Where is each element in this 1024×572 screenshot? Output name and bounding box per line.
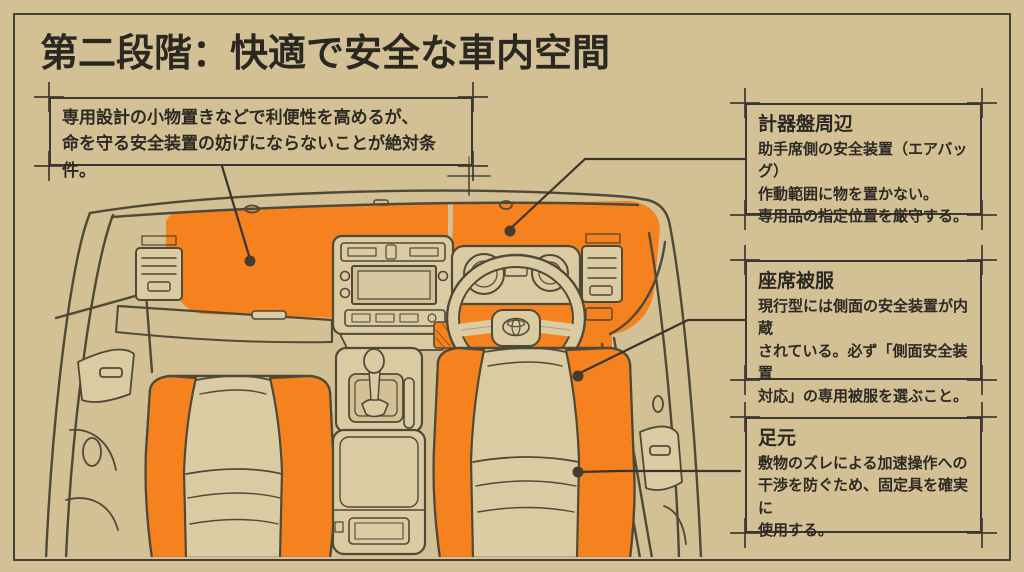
- callout-text-line: 使用する。: [758, 522, 834, 540]
- stack-knob: [339, 270, 351, 282]
- callout-text-line: 敷物のズレによる加速操作への: [758, 454, 968, 472]
- center-vents: [340, 242, 446, 262]
- callout-text-line: 助手席側の安全装置（エアバッグ）: [758, 140, 968, 181]
- leader-footwell: [577, 469, 742, 474]
- dash-sensor: [499, 200, 513, 210]
- left-door: [65, 348, 135, 531]
- registration-mark: [447, 156, 491, 196]
- driver-seat-bolster-right: [564, 346, 636, 557]
- right-air-vent: [581, 233, 623, 321]
- shift-boot: [361, 398, 389, 418]
- callout-text-line: 対応」の専用被服を選ぶこと。: [758, 387, 969, 405]
- leader-design-note: [220, 164, 252, 261]
- callout-instrument-panel: 計器盤周辺 助手席側の安全装置（エアバッグ） 作動範囲に物を置かない。 専用品の…: [730, 88, 997, 230]
- glovebox-handle: [251, 310, 287, 320]
- leader-seat-covering: [576, 318, 747, 376]
- callout-seat-covering: 座席被服 現行型には側面の安全装置が内蔵 されている。必ず「側面安全装置 対応」…: [730, 245, 997, 405]
- page-title: 第二段階：快適で安全な車内空間: [40, 33, 611, 75]
- steering-emblem: [502, 317, 530, 337]
- stack-knob: [437, 270, 449, 282]
- passenger-seat-bolster-left: [144, 374, 198, 557]
- stack-knob: [339, 287, 351, 299]
- callout-text-line: 専用品の指定位置を厳守する。: [758, 208, 969, 226]
- leader-lines: [220, 157, 747, 474]
- handbrake: [403, 377, 415, 429]
- callout-heading: 座席被服: [758, 271, 835, 292]
- driver-seat-bolster-left: [432, 346, 486, 557]
- left-air-vent: [135, 235, 183, 301]
- climate-controls: [344, 309, 446, 327]
- right-door: [639, 395, 687, 545]
- gauge: [531, 254, 569, 292]
- callout-text-line: 専用設計の小物置きなどで利便性を高めるが、: [62, 108, 419, 127]
- passenger-seat: [144, 374, 336, 557]
- callout-text-line: 現行型には側面の安全装置が内蔵: [758, 297, 969, 338]
- driver-seat: [432, 346, 636, 557]
- callout-footwell: 足元 敷物のズレによる加速操作への 干渉を防ぐため、固定具を確実に 使用する。: [730, 402, 997, 548]
- leader-instrument-panel: [508, 157, 747, 231]
- console-tray: [348, 517, 410, 545]
- center-stack: [331, 234, 455, 351]
- callout-text-line: 作動範囲に物を置かない。: [758, 185, 939, 203]
- callout-text-line: 命を守る安全装置の妨げにならないことが絶対条件。: [62, 134, 436, 180]
- instrument-cluster: [450, 244, 582, 306]
- leader-dots: [244, 225, 584, 478]
- callout-heading: 足元: [758, 428, 797, 449]
- shift-knob: [363, 348, 385, 374]
- dash-sensor: [244, 204, 260, 214]
- callout-heading: 計器盤周辺: [758, 114, 854, 135]
- gauge: [463, 253, 505, 295]
- callout-text-line: されている。必ず「側面安全装置: [758, 342, 968, 383]
- shifter-console: [334, 346, 424, 434]
- armrest-console: [331, 428, 427, 556]
- callout-text-line: 干渉を防ぐため、固定具を確実に: [758, 477, 969, 517]
- callout-design-note: 専用設計の小物置きなどで利便性を高めるが、 命を守る安全装置の妨げにならないこと…: [34, 82, 488, 181]
- dashboard: [110, 199, 640, 344]
